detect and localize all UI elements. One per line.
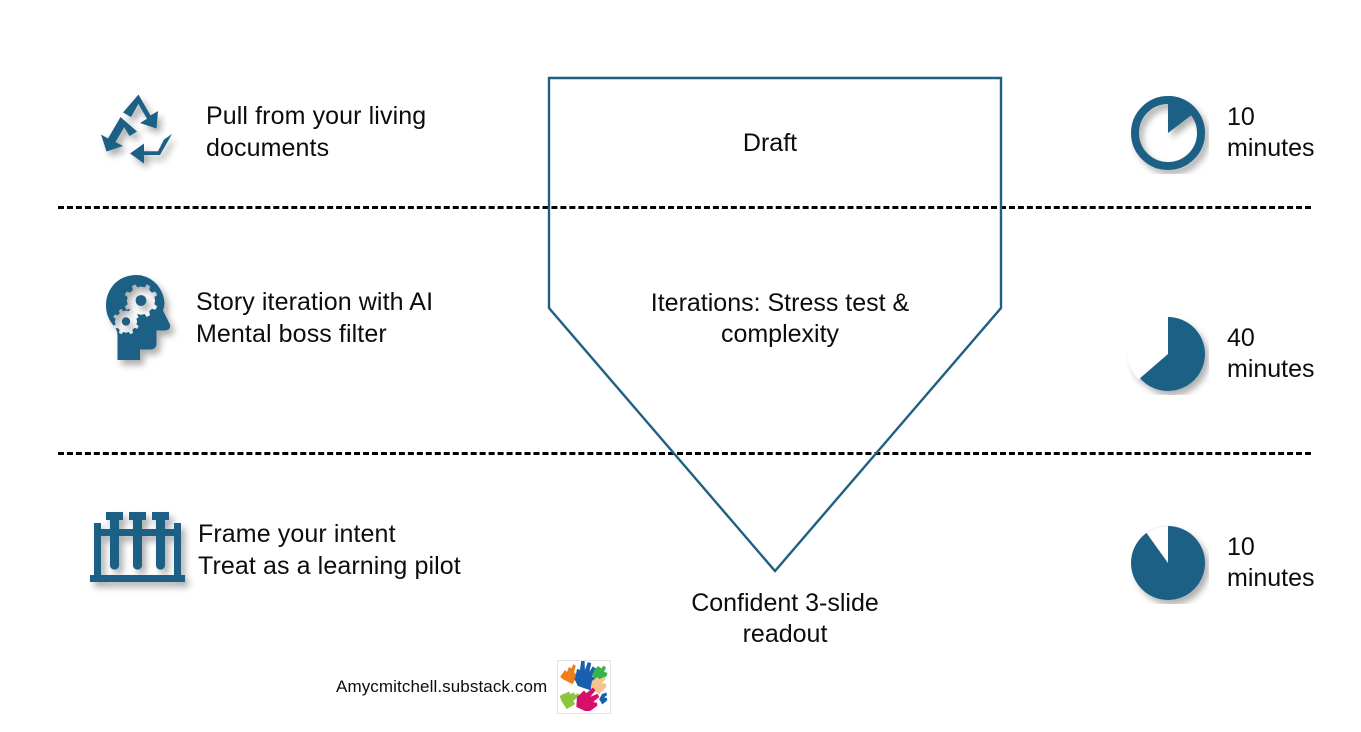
test-tube-rack-icon — [90, 498, 188, 602]
step-row-2: Story iteration with AI Mental boss filt… — [92, 266, 433, 370]
funnel-outcome-label: Confident 3-slide readout — [691, 589, 879, 649]
footer: Amycmitchell.substack.com — [336, 660, 612, 714]
timing-row-2-label: 40 minutes — [1227, 323, 1315, 384]
step-row-1: Pull from your living documents — [96, 80, 426, 184]
section-divider-2 — [58, 452, 1311, 455]
section-divider-1 — [58, 206, 1311, 209]
pie-chart-10-percent-ring-icon — [1127, 92, 1209, 174]
funnel-shape — [540, 66, 1016, 586]
timing-row-1: 10 minutes — [1127, 92, 1315, 174]
recycle-icon — [96, 80, 192, 184]
funnel-stage-iterations-label: Iterations: Stress test & complexity — [650, 289, 910, 349]
pie-chart-75-percent-icon — [1127, 313, 1209, 395]
step-row-3-label: Frame your intent Treat as a learning pi… — [198, 520, 461, 580]
funnel-stage-draft-label: Draft — [742, 129, 798, 157]
colorful-hands-logo — [557, 660, 612, 714]
timing-row-3: 10 minutes — [1127, 522, 1315, 604]
head-with-gears-icon — [92, 266, 188, 370]
timing-row-2: 40 minutes — [1127, 313, 1315, 395]
footer-credit-text: Amycmitchell.substack.com — [336, 677, 548, 696]
pie-chart-93-percent-icon — [1127, 522, 1209, 604]
timing-row-1-label: 10 minutes — [1227, 102, 1315, 163]
step-row-3: Frame your intent Treat as a learning pi… — [90, 498, 461, 602]
step-row-2-label: Story iteration with AI Mental boss filt… — [196, 288, 434, 348]
timing-row-3-label: 10 minutes — [1227, 532, 1315, 593]
step-row-1-label: Pull from your living documents — [206, 102, 427, 162]
